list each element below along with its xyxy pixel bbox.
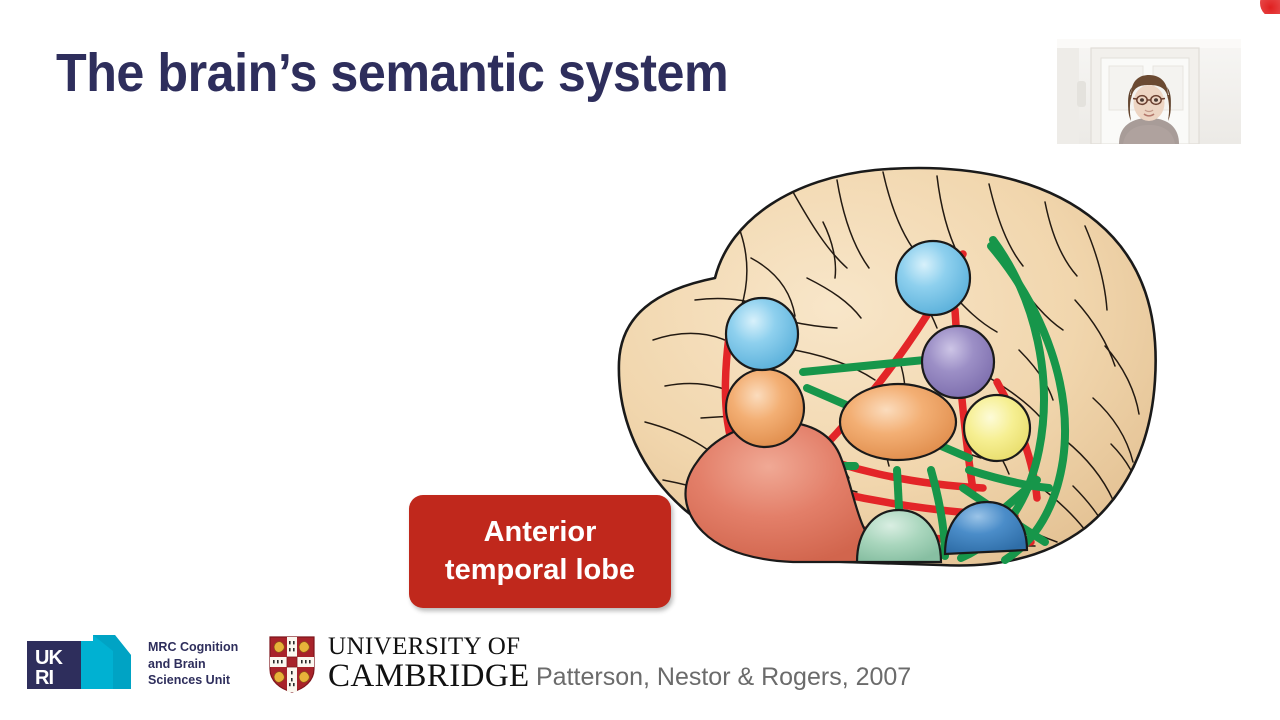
cambridge-crest-icon (269, 636, 315, 693)
svg-text:RI: RI (35, 667, 53, 689)
callout-line-2: temporal lobe (444, 553, 636, 586)
region-posterior-middle-temporal-purple (920, 324, 996, 400)
mrc-line-2: and Brain (148, 656, 206, 671)
corner-recording-marker (1258, 0, 1280, 14)
mrc-line-3: Sciences Unit (148, 673, 230, 688)
region-posterior-fusiform-blue (943, 500, 1029, 556)
cambridge-line-2: CAMBRIDGE (328, 657, 530, 694)
cambridge-line-1: UNIVERSITY OF (328, 633, 521, 661)
region-fusiform-green (855, 508, 943, 564)
red-dot-icon (1260, 0, 1280, 14)
cambridge-wordmark: UNIVERSITY OF CAMBRIDGE (328, 634, 530, 693)
callout-line-1: Anterior (483, 516, 597, 549)
webcam-frame (1057, 39, 1241, 144)
mrc-line-1: MRC Cognition (148, 640, 239, 655)
mrc-cbu-wordmark: MRC Cognition and Brain Sciences Unit (148, 639, 238, 689)
region-superior-parietal-blue (894, 239, 972, 317)
region-occipital-yellow (962, 393, 1032, 463)
brain-semantic-network-diagram (545, 150, 1170, 570)
svg-text:UK: UK (35, 647, 63, 669)
citation-reference: Patterson, Nestor & Rogers, 2007 (536, 663, 912, 691)
ukri-logo-mark: UK RI (27, 635, 131, 689)
region-inferior-parietal-blue (724, 296, 800, 372)
region-inferior-frontal-orange (724, 367, 806, 449)
page-title: The brain’s semantic system (56, 43, 729, 103)
region-superior-temporal-orange (838, 382, 958, 462)
logo-university-of-cambridge: UNIVERSITY OF CAMBRIDGE (268, 634, 530, 694)
presenter-webcam-video[interactable] (1057, 39, 1241, 144)
logo-ukri-mrc-cbu: UK RI MRC Cognition and Brain Sciences U… (27, 633, 238, 695)
callout-anterior-temporal-lobe: Anterior temporal lobe (409, 495, 671, 608)
